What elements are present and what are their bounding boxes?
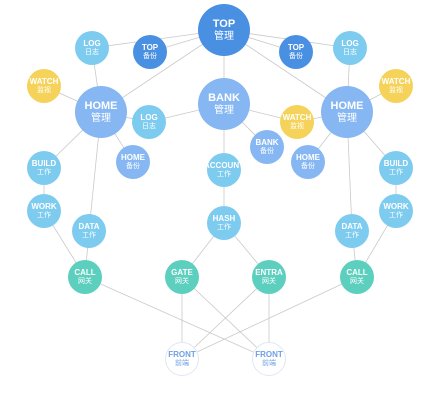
node-label: CALL: [346, 268, 368, 278]
node-sublabel: 监视: [37, 86, 51, 94]
edge-entra-front_l: [181, 276, 270, 360]
node-sublabel: 网关: [350, 277, 364, 285]
node-label: LOG: [341, 39, 359, 49]
node-sublabel: 监视: [389, 86, 403, 94]
node-label: BANK: [208, 91, 240, 104]
node-sublabel: 管理: [91, 112, 111, 124]
node-label: WORK: [383, 202, 409, 212]
node-sublabel: 前端: [175, 359, 189, 367]
node-label: LOG: [83, 39, 101, 49]
node-label: FRONT: [168, 350, 196, 360]
node-sublabel: 网关: [262, 277, 276, 285]
node-label: HOME: [296, 153, 320, 163]
node-label: ACCOUNT: [204, 161, 244, 171]
node-sublabel: 工作: [345, 231, 359, 239]
node-label: DATA: [78, 222, 100, 232]
node-sublabel: 工作: [37, 211, 51, 219]
node-label: TOP: [141, 43, 159, 53]
node-sublabel: 工作: [389, 211, 403, 219]
edge-call_r-front_l: [181, 276, 358, 360]
node-sublabel: 备份: [301, 162, 315, 170]
node-sublabel: 日志: [142, 122, 156, 130]
node-sublabel: 工作: [389, 168, 403, 176]
node-sublabel: 工作: [217, 170, 231, 178]
node-sublabel: 日志: [343, 48, 357, 56]
node-sublabel: 网关: [175, 277, 189, 285]
node-label: HOME: [330, 99, 364, 112]
node-label: WATCH: [282, 113, 312, 123]
node-sublabel: 备份: [126, 162, 140, 170]
node-label: HOME: [121, 153, 145, 163]
node-sublabel: 监视: [290, 122, 304, 130]
node-sublabel: 管理: [214, 104, 234, 116]
node-sublabel: 工作: [217, 223, 231, 231]
node-label: GATE: [171, 268, 193, 278]
node-sublabel: 管理: [214, 30, 234, 42]
node-sublabel: 备份: [289, 52, 303, 60]
node-label: BUILD: [31, 159, 57, 169]
node-label: WATCH: [29, 77, 59, 87]
node-label: BANK: [255, 138, 279, 148]
node-label: ENTRA: [255, 268, 283, 278]
node-label: TOP: [212, 17, 236, 30]
node-label: WATCH: [381, 77, 411, 87]
node-sublabel: 管理: [337, 112, 357, 124]
node-label: LOG: [140, 113, 158, 123]
node-sublabel: 前端: [262, 359, 276, 367]
node-sublabel: 工作: [37, 168, 51, 176]
node-label: DATA: [341, 222, 363, 232]
node-sublabel: 备份: [260, 147, 274, 155]
edge-call_l-front_r: [84, 276, 270, 360]
node-sublabel: 备份: [143, 52, 157, 60]
node-label: HOME: [84, 99, 118, 112]
node-sublabel: 网关: [78, 277, 92, 285]
node-label: CALL: [74, 268, 96, 278]
node-label: HASH: [212, 214, 236, 224]
node-label: TOP: [287, 43, 305, 53]
node-label: WORK: [31, 202, 57, 212]
node-sublabel: 日志: [85, 48, 99, 56]
node-sublabel: 工作: [82, 231, 96, 239]
node-label: FRONT: [255, 350, 283, 360]
node-label: BUILD: [383, 159, 409, 169]
